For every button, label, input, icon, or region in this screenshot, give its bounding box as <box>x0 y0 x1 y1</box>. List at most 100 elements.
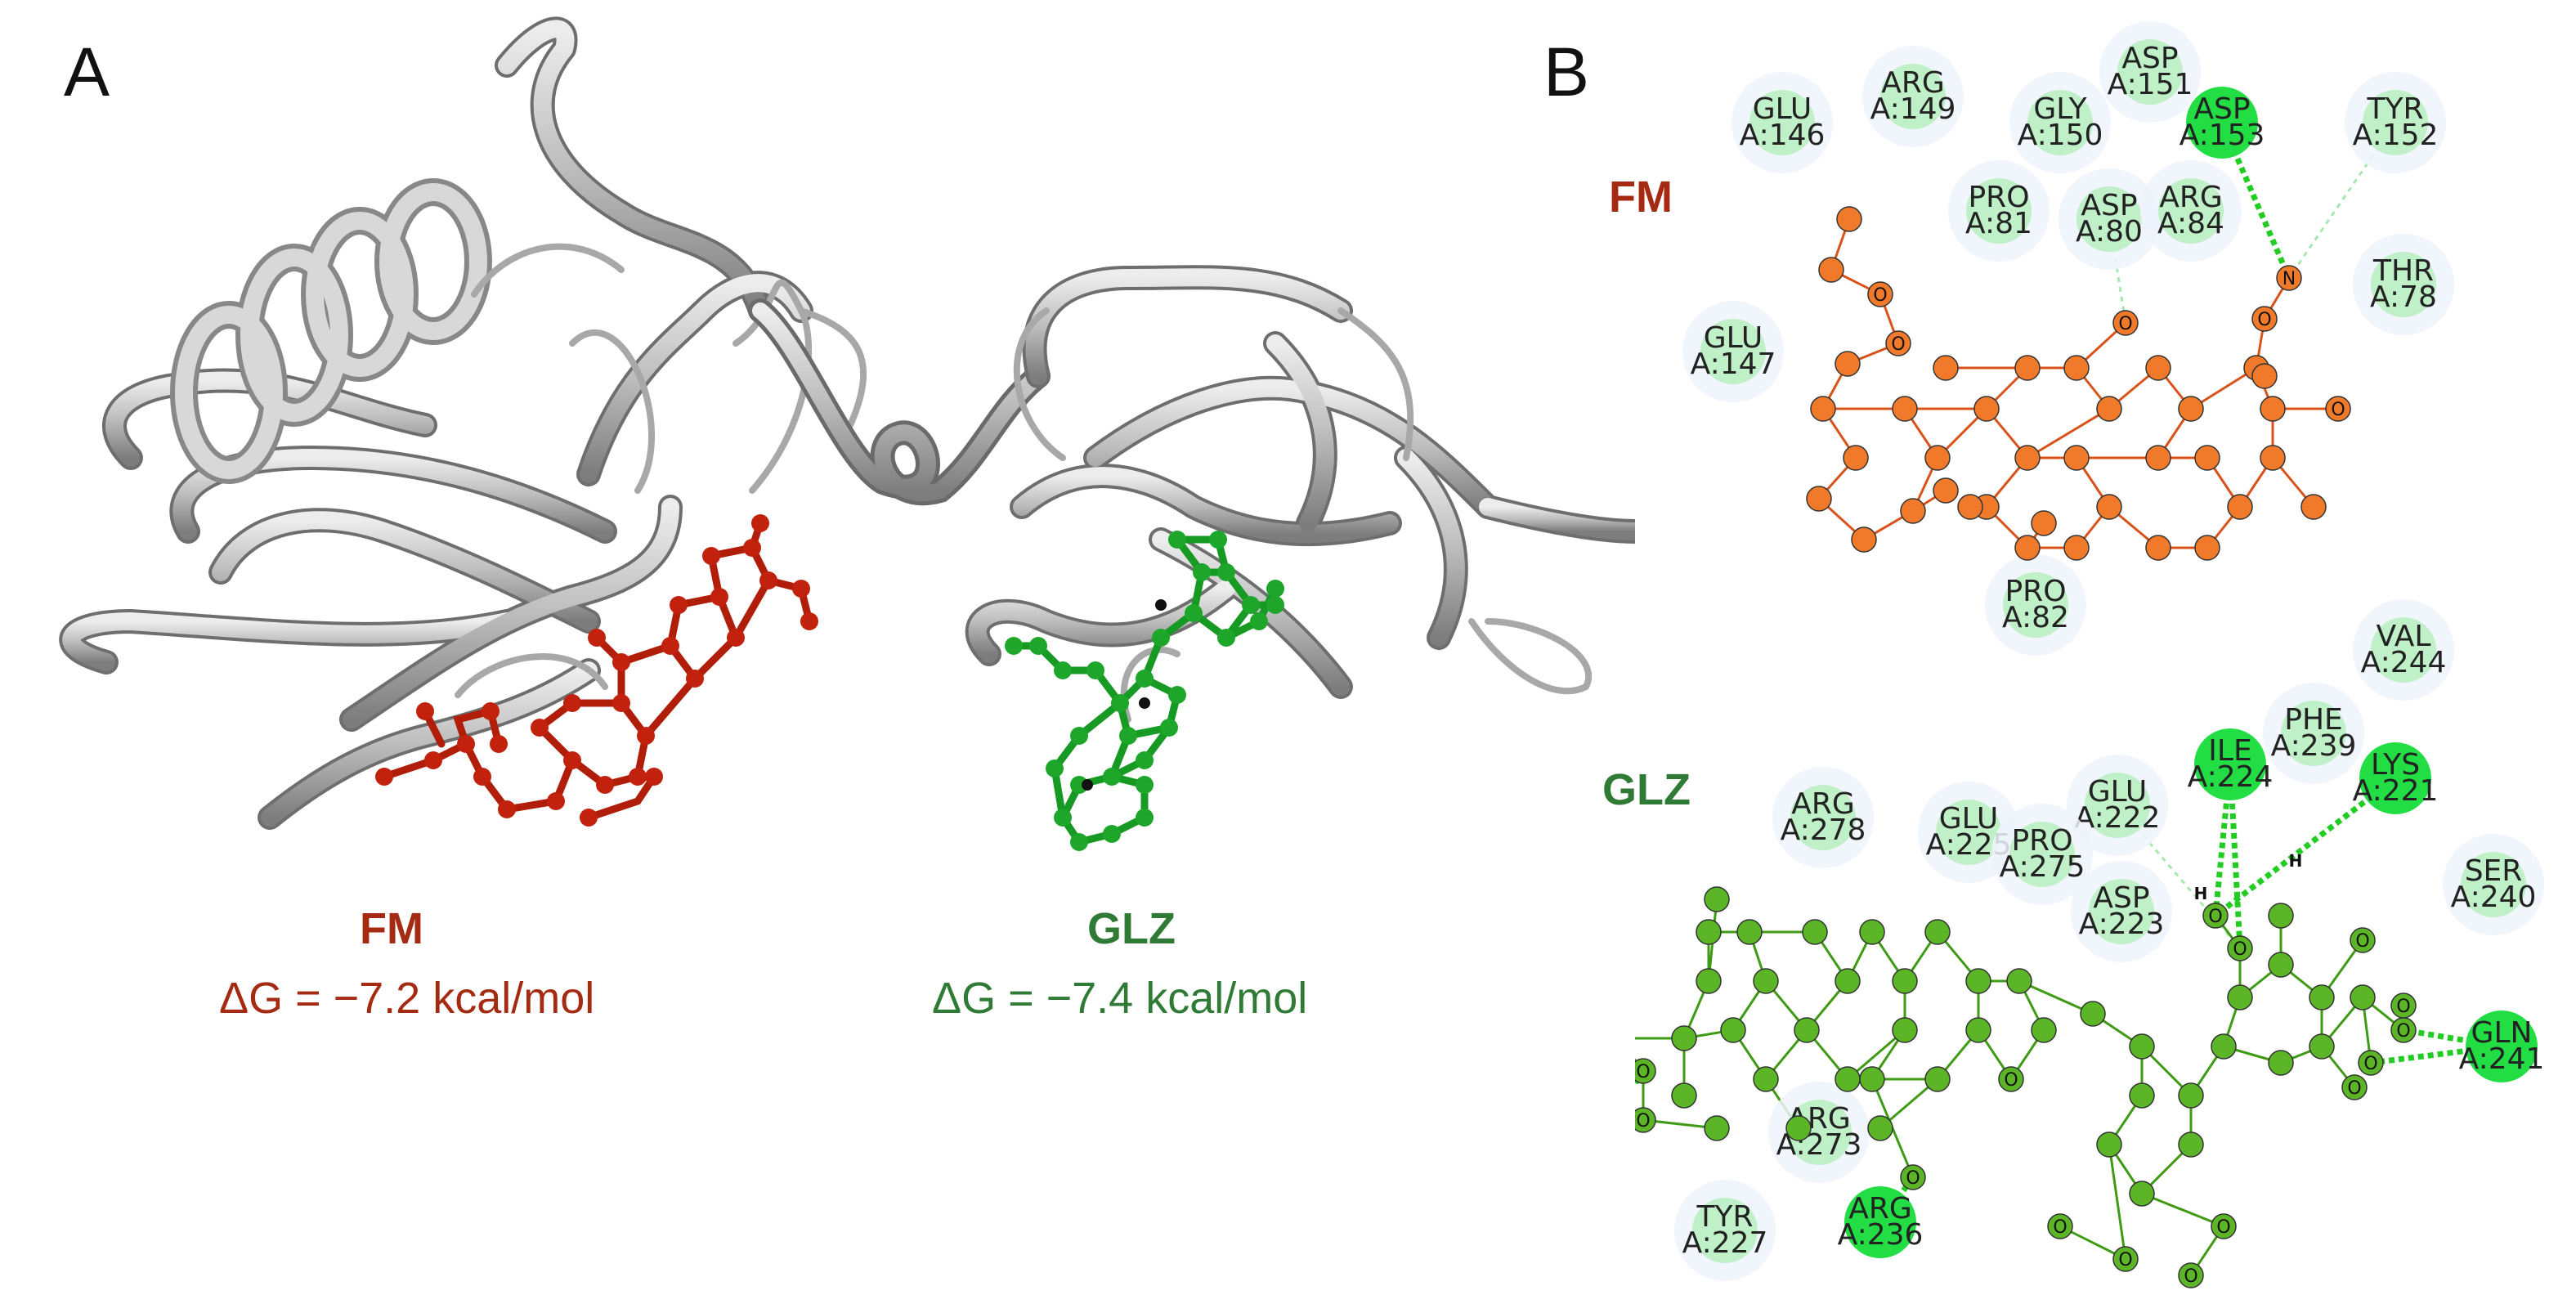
hydrogen-atom: H <box>2194 884 2208 903</box>
glz-carbon-atom <box>1892 1017 1918 1043</box>
protein-linker <box>748 298 1051 506</box>
glz-oxygen-atom: O <box>2227 935 2253 961</box>
glz-carbon-atom <box>2178 1082 2204 1109</box>
svg-text:O: O <box>1873 285 1887 306</box>
glz-oxygen-atom: O <box>2350 927 2376 953</box>
svg-text:A:150: A:150 <box>2018 119 2103 152</box>
fm-carbon-atom <box>2014 355 2041 381</box>
glz-carbon-atom <box>2129 1181 2155 1207</box>
fm-carbon-atom <box>1973 396 2000 422</box>
svg-text:ASP: ASP <box>2081 189 2137 222</box>
glz-hbond-lys221 <box>2213 776 2398 918</box>
glz-carbon-atom <box>1802 919 1828 945</box>
svg-text:N: N <box>2283 269 2296 289</box>
fm-carbon-atom <box>2145 535 2171 561</box>
fm-carbon-atom <box>1924 445 1951 471</box>
svg-text:ARG: ARG <box>1791 787 1855 821</box>
svg-text:A:241: A:241 <box>2459 1042 2545 1076</box>
svg-text:O: O <box>2118 1250 2132 1270</box>
svg-text:O: O <box>2233 939 2247 960</box>
fm-carbon-atom <box>2251 363 2278 389</box>
svg-text:O: O <box>2053 1217 2067 1238</box>
svg-text:PHE: PHE <box>2284 703 2343 737</box>
svg-text:O: O <box>1891 334 1905 355</box>
fm-carbon-atom <box>1806 486 1832 512</box>
glz-carbon-atom <box>2178 1131 2204 1158</box>
svg-text:VAL: VAL <box>2376 620 2430 653</box>
glz-carbon-atom <box>2129 1033 2155 1060</box>
svg-text:GLU: GLU <box>1753 92 1812 126</box>
glz-oxygen-atom: O <box>2390 1017 2417 1043</box>
fm-carbon-atom <box>2014 445 2041 471</box>
glz-oxygen-atom: O <box>2047 1213 2073 1239</box>
svg-text:A:84: A:84 <box>2157 207 2224 240</box>
glz-oxygen-atom: O <box>1635 1107 1656 1133</box>
glz-carbon-atom <box>1736 919 1763 945</box>
svg-text:A:153: A:153 <box>2180 119 2265 152</box>
fm-carbon-atom <box>1851 527 1877 553</box>
svg-text:O: O <box>2355 931 2369 952</box>
glz-bond <box>2018 979 2094 1015</box>
fm-carbon-atom <box>1957 494 1983 520</box>
fm-oxygen-atom: O <box>2112 310 2139 336</box>
fm-carbon-atom <box>1810 396 1836 422</box>
svg-text:A:240: A:240 <box>2451 881 2537 914</box>
svg-text:A:80: A:80 <box>2076 215 2143 249</box>
panel-b-label: B <box>1543 34 1590 110</box>
glz-oxygen-atom: O <box>2211 1213 2237 1239</box>
svg-text:A:151: A:151 <box>2108 68 2193 101</box>
glz-carbon-atom <box>1794 1017 1820 1043</box>
svg-text:O: O <box>2347 1078 2361 1099</box>
fm-ligand-3d <box>375 514 818 827</box>
glz-carbon-atom <box>1924 919 1951 945</box>
fm-carbon-atom <box>2063 355 2090 381</box>
protein-ribbon-right <box>965 265 1635 723</box>
svg-text:LYS: LYS <box>2371 748 2420 782</box>
svg-text:GLU: GLU <box>1939 802 1999 836</box>
svg-text:TYR: TYR <box>2367 92 2424 126</box>
fm-carbon-atom <box>2063 535 2090 561</box>
glz-carbon-atom <box>2227 984 2253 1010</box>
glz-carbon-atom <box>2268 903 2294 929</box>
svg-text:PRO: PRO <box>1968 181 2029 214</box>
svg-text:O: O <box>2396 997 2410 1017</box>
glz-oxygen-atom: O <box>1998 1066 2024 1092</box>
fm-bond <box>2027 407 2110 459</box>
fm-carbon-atom <box>1843 445 1869 471</box>
glz-carbon-atom <box>1835 1066 1861 1092</box>
fm-carbon-atom <box>2194 445 2220 471</box>
glz-ligand-name: GLZ <box>1087 904 1176 953</box>
svg-text:ARG: ARG <box>2159 181 2223 214</box>
fm-carbon-atom <box>1836 206 1862 232</box>
glz-oxygen-atom: O <box>2358 1050 2384 1076</box>
glz-carbon-atom <box>2268 952 2294 978</box>
fm-carbon-atom <box>1933 355 1959 381</box>
svg-text:ASP: ASP <box>2121 42 2178 75</box>
svg-text:ARG: ARG <box>1848 1192 1912 1226</box>
glz-carbon-atom <box>1671 1082 1697 1109</box>
glz-carbon-atom <box>2309 1033 2335 1060</box>
svg-text:O: O <box>2184 1266 2197 1287</box>
svg-text:THR: THR <box>2372 254 2434 288</box>
glz-carbon-atom <box>2129 1082 2155 1109</box>
glz-carbon-atom <box>2309 984 2335 1010</box>
svg-text:SER: SER <box>2465 854 2523 888</box>
glz-carbon-atom <box>1859 1066 1885 1092</box>
fm-binding-energy: ΔG = −7.2 kcal/mol <box>219 974 595 1023</box>
glz-oxygen-atom: O <box>2178 1262 2204 1288</box>
fm-carbon-atom <box>2227 494 2253 520</box>
glz-carbon-atom <box>2080 1001 2106 1027</box>
